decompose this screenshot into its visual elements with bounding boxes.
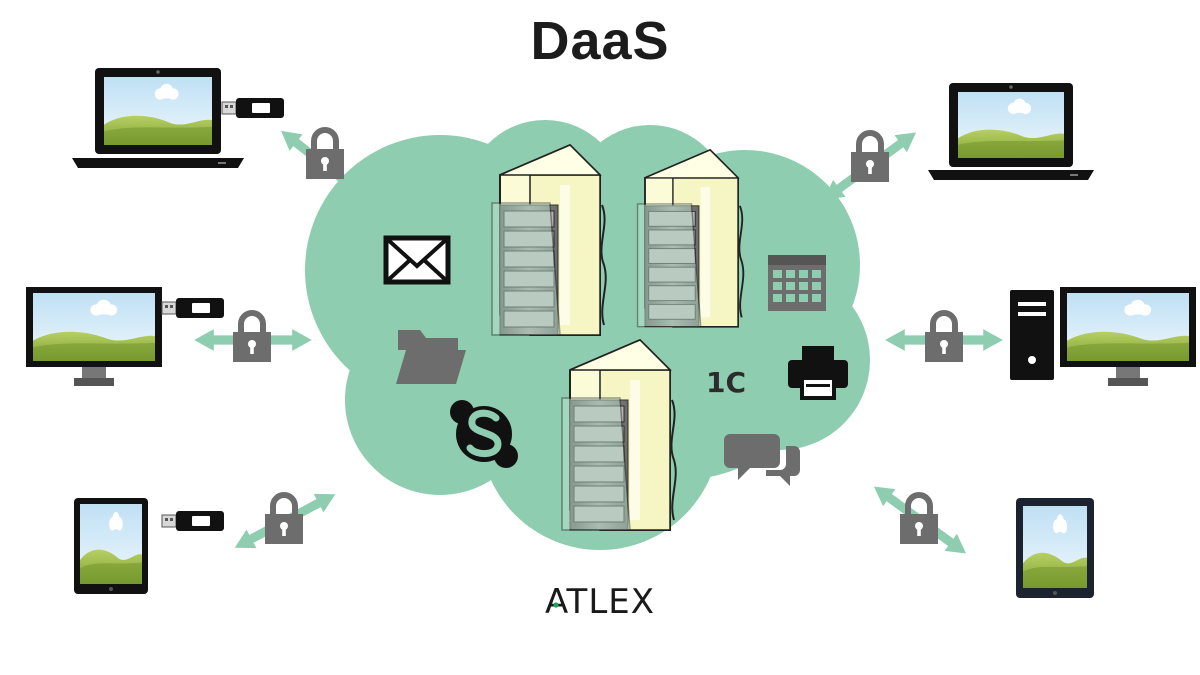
secure-link-bottom-left [229, 484, 341, 558]
laptop-top-left [72, 68, 285, 168]
usb-token [161, 297, 225, 319]
usb-token [161, 510, 225, 532]
desktop-mid-right [1010, 287, 1196, 386]
secure-link-bottom-right [867, 478, 973, 562]
laptop-top-right [928, 83, 1094, 180]
tablet-bottom-left [74, 498, 225, 594]
secure-link-mid-left [194, 313, 312, 362]
tablet-bottom-right [1016, 498, 1094, 598]
calendar-icon [768, 255, 826, 311]
brand-name: ATLEX [545, 582, 655, 622]
page-title: DaaS [530, 11, 670, 71]
onec-label: 1C [706, 366, 746, 399]
server-rack-left [491, 144, 607, 336]
monitor-mid-left [26, 287, 225, 386]
atlex-logo: ATLEX [545, 582, 655, 622]
secure-link-top-right [817, 124, 923, 208]
printer-icon [788, 346, 848, 400]
chat-icon [724, 434, 800, 486]
folder-icon [396, 330, 466, 384]
secure-link-mid-right [885, 313, 1003, 362]
server-rack-right [636, 149, 745, 328]
envelope-icon [383, 235, 451, 285]
server-rack-center [561, 339, 677, 531]
usb-token [221, 97, 285, 119]
skype-icon [450, 400, 518, 468]
